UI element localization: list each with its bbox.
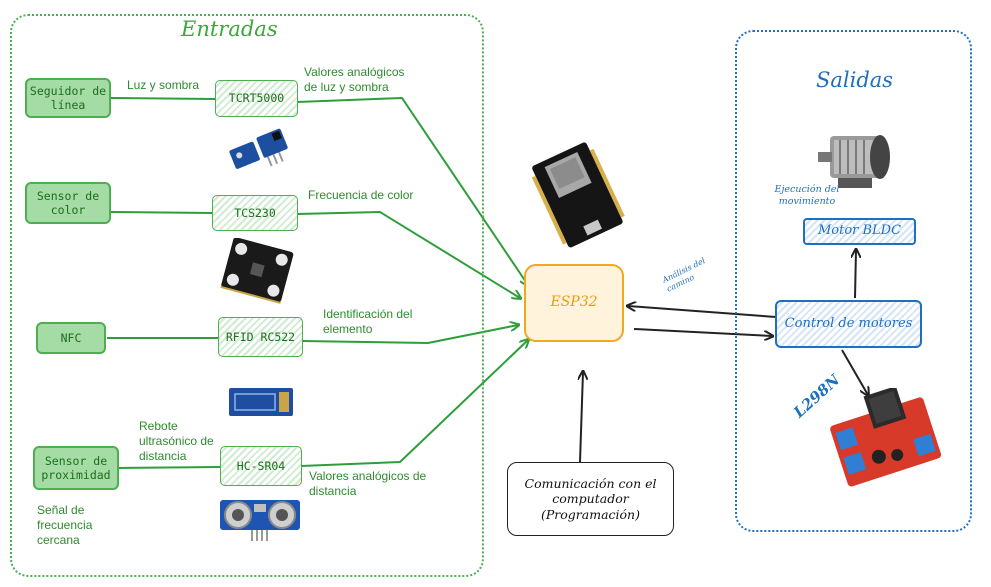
label-motion-execution: Ejecución del movimiento	[774, 184, 840, 207]
label-element-id: Identificación del elemento	[323, 307, 413, 336]
edge-ctrl-motor	[855, 250, 856, 299]
node-proximity: Sensor de proximidad	[33, 446, 119, 490]
node-line-follower: Seguidor de línea	[25, 78, 111, 118]
node-rfid-rc522: RFID RC522	[218, 317, 303, 357]
edge-rfid-esp	[301, 325, 518, 345]
edge-comm-esp	[580, 372, 583, 463]
edge-prox-hcsr	[118, 466, 221, 469]
tcs230-board-image	[220, 238, 294, 304]
bldc-motor-image	[818, 135, 890, 188]
node-tcs230: TCS230	[212, 195, 298, 231]
node-tcrt5000: TCRT5000	[215, 80, 298, 117]
tcrt5000-board-image	[229, 128, 288, 169]
edge-hcsr-esp	[300, 340, 528, 467]
hc-sr04-board-image	[220, 500, 300, 541]
edge-ctrl-esp	[628, 306, 777, 318]
outputs-title: Salidas	[816, 68, 894, 92]
edge-tcrt-esp	[296, 96, 528, 285]
node-motor-bldc: Motor BLDC	[803, 218, 916, 245]
edge-ctrl-driver	[841, 349, 868, 395]
rfid-board-image	[229, 388, 293, 416]
edge-tcs-esp	[296, 210, 520, 298]
node-nfc: NFC	[36, 322, 106, 354]
esp32-board-image	[531, 142, 625, 248]
outputs-region	[735, 30, 972, 532]
label-analog-light: Valores analógicos de luz y sombra	[304, 65, 405, 94]
node-motor-control: Control de motores	[775, 300, 922, 348]
label-ultrasonic-bounce: Rebote ultrasónico de distancia	[139, 419, 214, 463]
inputs-region	[10, 14, 484, 577]
node-color-sensor: Sensor de color	[25, 182, 111, 224]
label-analog-distance: Valores analógicos de distancia	[309, 469, 427, 498]
label-color-frequency: Frecuencia de color	[308, 188, 414, 202]
node-hc-sr04: HC-SR04	[220, 446, 302, 486]
inputs-title: Entradas	[181, 17, 278, 41]
node-esp32: ESP32	[524, 264, 624, 342]
l298n-driver-image	[830, 388, 942, 487]
label-near-frequency: Señal de frecuencia cercana	[37, 503, 93, 547]
label-light-shadow: Luz y sombra	[127, 78, 200, 92]
edge-esp-ctrl	[633, 328, 772, 336]
node-computer-communication: Comunicación con el computador (Programa…	[507, 462, 674, 536]
edge-line-follower-tcrt	[110, 97, 216, 100]
edge-color-tcs	[110, 211, 213, 214]
